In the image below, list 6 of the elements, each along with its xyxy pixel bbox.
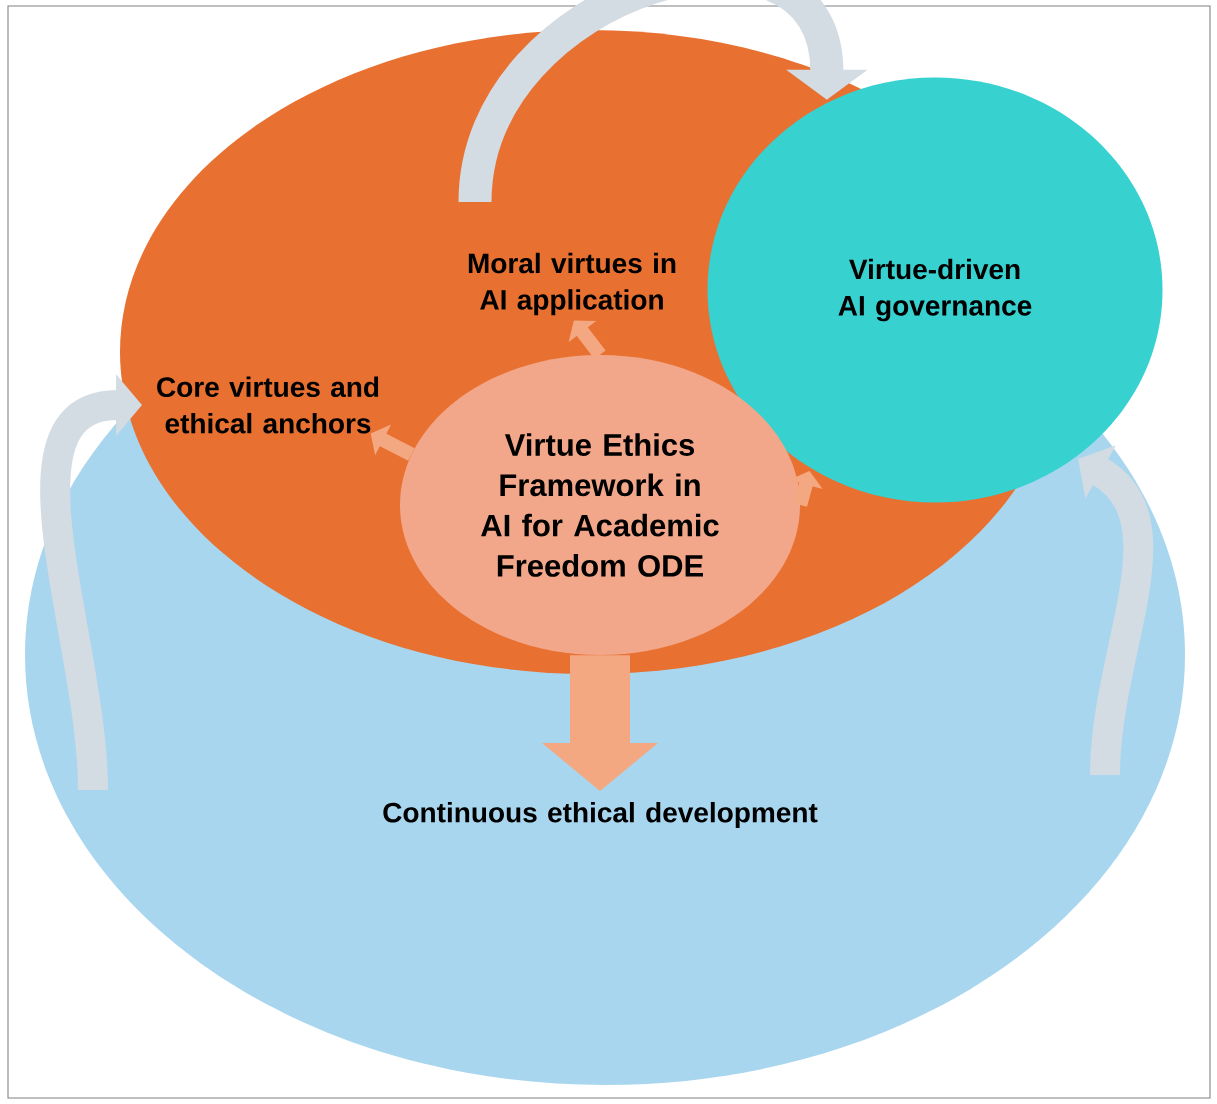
block-arrow xyxy=(458,0,868,205)
node-text: Core virtues and ethical anchors xyxy=(157,376,379,434)
block-arrow xyxy=(568,320,606,359)
node-text: Moral virtues in AI application xyxy=(468,252,676,316)
block-arrow xyxy=(542,655,658,792)
node-text: Continuous ethical development xyxy=(383,801,818,829)
